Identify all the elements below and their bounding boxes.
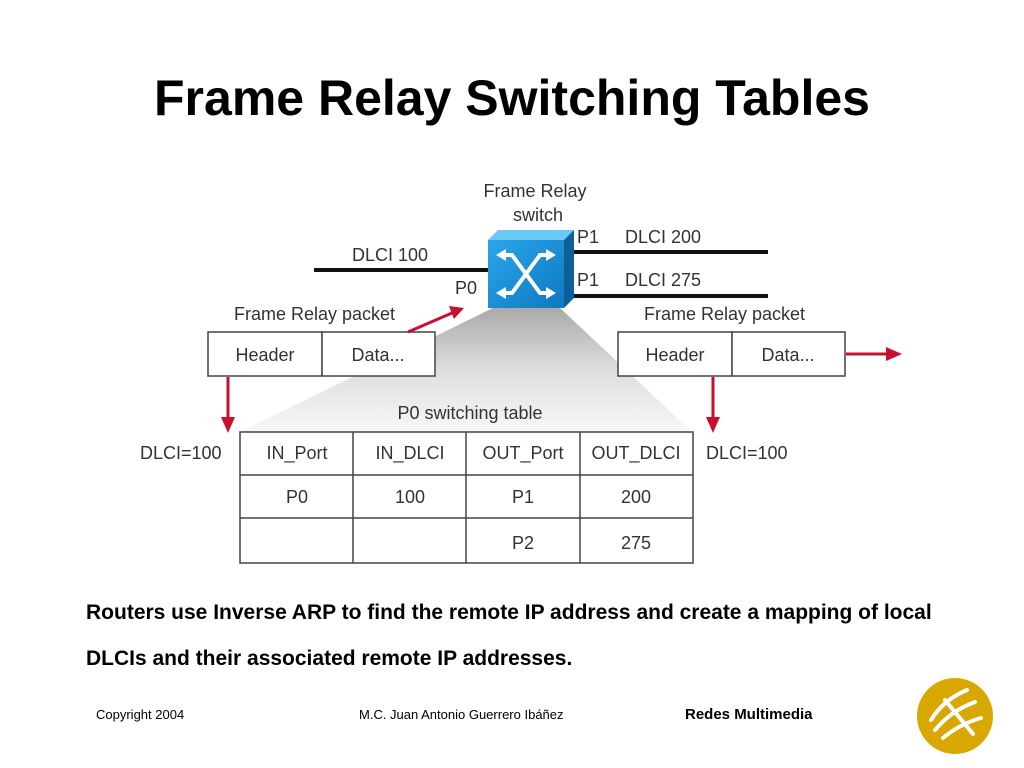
dlci-out-2-label: DLCI 275: [625, 270, 701, 290]
table-cell: 200: [621, 487, 651, 507]
frame-relay-diagram: Frame Relay switch DLCI 100 P0 P1 DLCI 2…: [140, 181, 902, 564]
footer-author: M.C. Juan Antonio Guerrero Ibáñez: [359, 707, 564, 722]
arrow-header-down-right: [706, 377, 720, 433]
packet-in: [207, 331, 436, 377]
dlci-left-label: DLCI=100: [140, 443, 222, 463]
packet-out-data: Data...: [761, 345, 814, 365]
packet-in-label: Frame Relay packet: [234, 304, 395, 324]
packet-out-label: Frame Relay packet: [644, 304, 805, 324]
table-cell: P1: [512, 487, 534, 507]
packet-out-header: Header: [645, 345, 704, 365]
port-out-2-label: P1: [577, 270, 599, 290]
dlci-out-1-label: DLCI 200: [625, 227, 701, 247]
table-header-cell: IN_DLCI: [375, 443, 444, 464]
slide-title: Frame Relay Switching Tables: [154, 70, 870, 126]
table-cell: 275: [621, 533, 651, 553]
slide-caption: Routers use Inverse ARP to find the remo…: [86, 601, 932, 670]
table-header-cell: OUT_Port: [482, 443, 563, 464]
switch-label-line2: switch: [513, 205, 563, 225]
university-logo-icon: [917, 678, 993, 754]
table-cell: 100: [395, 487, 425, 507]
dlci-right-label: DLCI=100: [706, 443, 788, 463]
port-out-1-label: P1: [577, 227, 599, 247]
frame-relay-switch-icon: [488, 230, 574, 308]
dlci-in-label: DLCI 100: [352, 245, 428, 265]
packet-out: [617, 331, 846, 377]
table-cell: P2: [512, 533, 534, 553]
arrow-packet-to-switch: [407, 306, 464, 334]
arrow-packet-out-right: [846, 347, 902, 361]
arrow-header-down-left: [221, 377, 235, 433]
footer-copyright: Copyright 2004: [96, 707, 185, 722]
footer-course: Redes Multimedia: [685, 706, 813, 723]
table-cell: P0: [286, 487, 308, 507]
switch-label-line1: Frame Relay: [483, 181, 586, 201]
switch-table-projection: [240, 308, 692, 432]
table-header-cell: OUT_DLCI: [591, 443, 680, 464]
packet-in-header: Header: [235, 345, 294, 365]
switching-table: [239, 431, 694, 564]
packet-in-data: Data...: [351, 345, 404, 365]
table-title: P0 switching table: [397, 403, 542, 423]
port-in-label: P0: [455, 278, 477, 298]
table-header-cell: IN_Port: [266, 443, 327, 464]
